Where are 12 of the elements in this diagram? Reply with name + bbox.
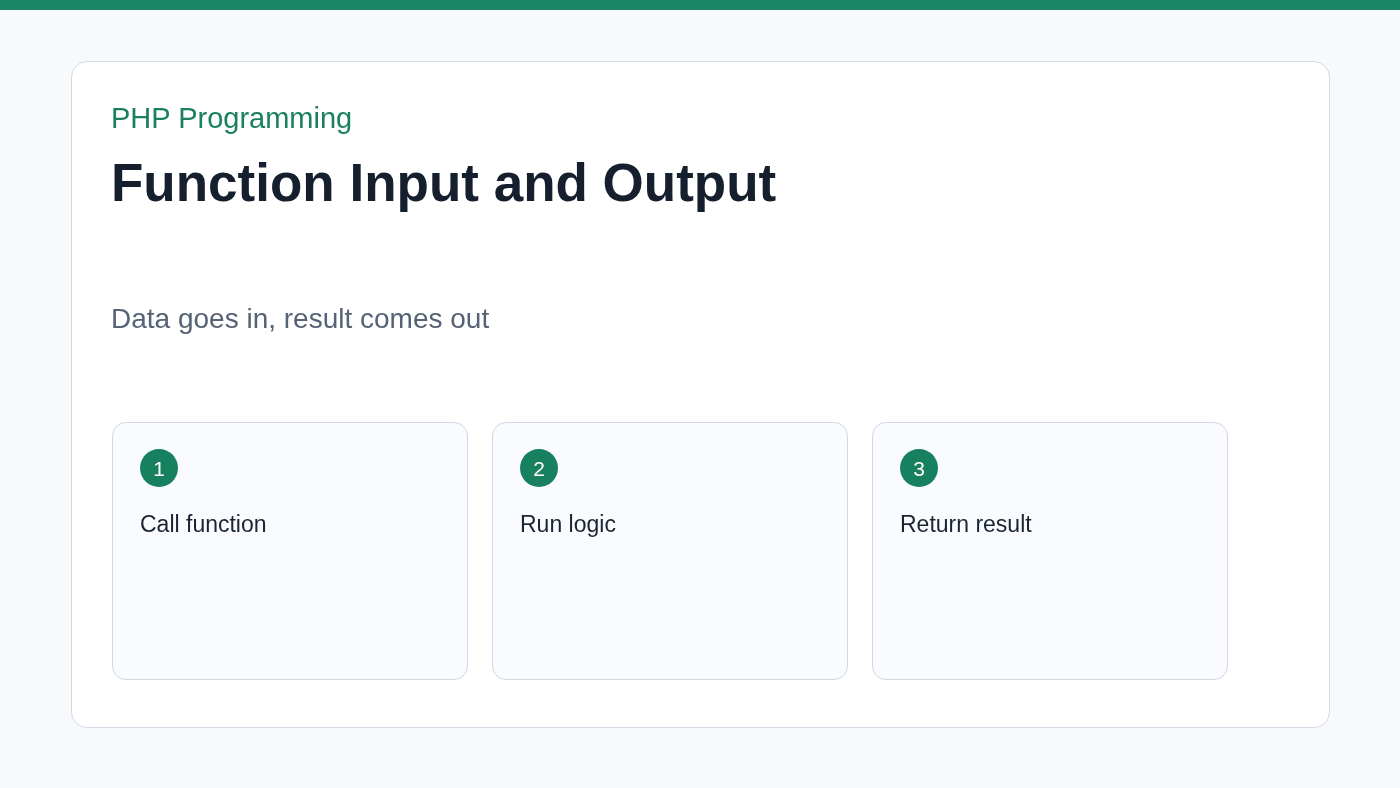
step-number: 1: [140, 449, 178, 487]
step-label: Call function: [140, 511, 267, 537]
step-label: Return result: [900, 511, 1032, 537]
step-card: [872, 422, 1228, 680]
step-card: [112, 422, 468, 680]
step-label: Run logic: [520, 511, 616, 537]
subtitle-text: Data goes in, result comes out: [111, 303, 490, 335]
step-number: 3: [900, 449, 938, 487]
step-number: 2: [520, 449, 558, 487]
step-card: [492, 422, 848, 680]
title-heading: Function Input and Output: [111, 152, 777, 213]
subject-label: PHP Programming: [111, 102, 353, 135]
